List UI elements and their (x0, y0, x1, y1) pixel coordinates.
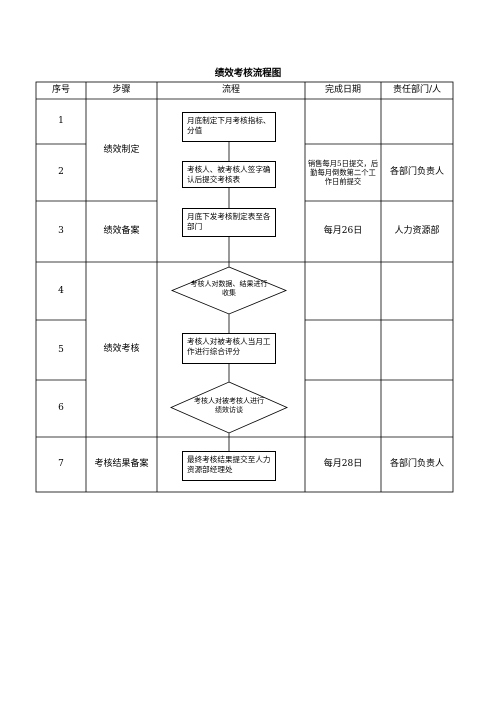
row-number-3: 3 (58, 226, 64, 237)
row-number-6: 6 (58, 403, 64, 414)
flow-box-submit-hr: 最终考核结果提交至人力资源部经理处 (182, 451, 276, 481)
date-cell-row-2: 销售每月5日提交，后勤每月倒数第二个工作日前提交 (307, 158, 379, 187)
step-performance-setting: 绩效制定 (103, 144, 140, 155)
row-number-1: 1 (58, 116, 64, 127)
row-number-7: 7 (58, 459, 64, 470)
header-step: 步骤 (112, 85, 131, 96)
flow-box-score: 考核人对被考核人当月工作进行综合评分 (182, 333, 276, 364)
owner-cell-row-2: 各部门负责人 (389, 167, 444, 178)
decision-diamond-collect (170, 266, 288, 315)
row-number-5: 5 (58, 344, 64, 355)
decision-diamond-interview (170, 381, 288, 434)
step-performance-filing: 绩效备案 (103, 226, 140, 237)
date-cell-row-3: 每月26日 (323, 226, 363, 237)
decision-text-collect: 考核人对数据、结果进行收集 (190, 280, 268, 298)
row-number-4: 4 (58, 285, 64, 296)
table-frame (35, 81, 454, 493)
header-owner: 责任部门/人 (392, 85, 442, 96)
page-title: 绩效考核流程图 (214, 68, 282, 79)
flow-box-set-targets: 月底制定下月考核指标、分值 (182, 112, 276, 142)
decision-text-interview: 考核人对被考核人进行绩效访谈 (194, 397, 264, 415)
date-cell-row-7: 每月28日 (323, 459, 363, 470)
flow-box-sign-confirm: 考核人、被考核人签字确认后提交考核表 (182, 161, 276, 188)
owner-cell-row-3: 人力资源部 (394, 226, 440, 237)
step-result-filing: 考核结果备案 (94, 459, 149, 470)
row-number-2: 2 (58, 167, 64, 178)
header-seq: 序号 (51, 85, 70, 96)
header-flow: 流程 (221, 85, 240, 96)
step-performance-assessment: 绩效考核 (103, 344, 140, 355)
header-date: 完成日期 (324, 85, 361, 96)
flow-box-distribute: 月底下发考核制定表至各部门 (182, 208, 276, 237)
owner-cell-row-7: 各部门负责人 (389, 459, 444, 470)
